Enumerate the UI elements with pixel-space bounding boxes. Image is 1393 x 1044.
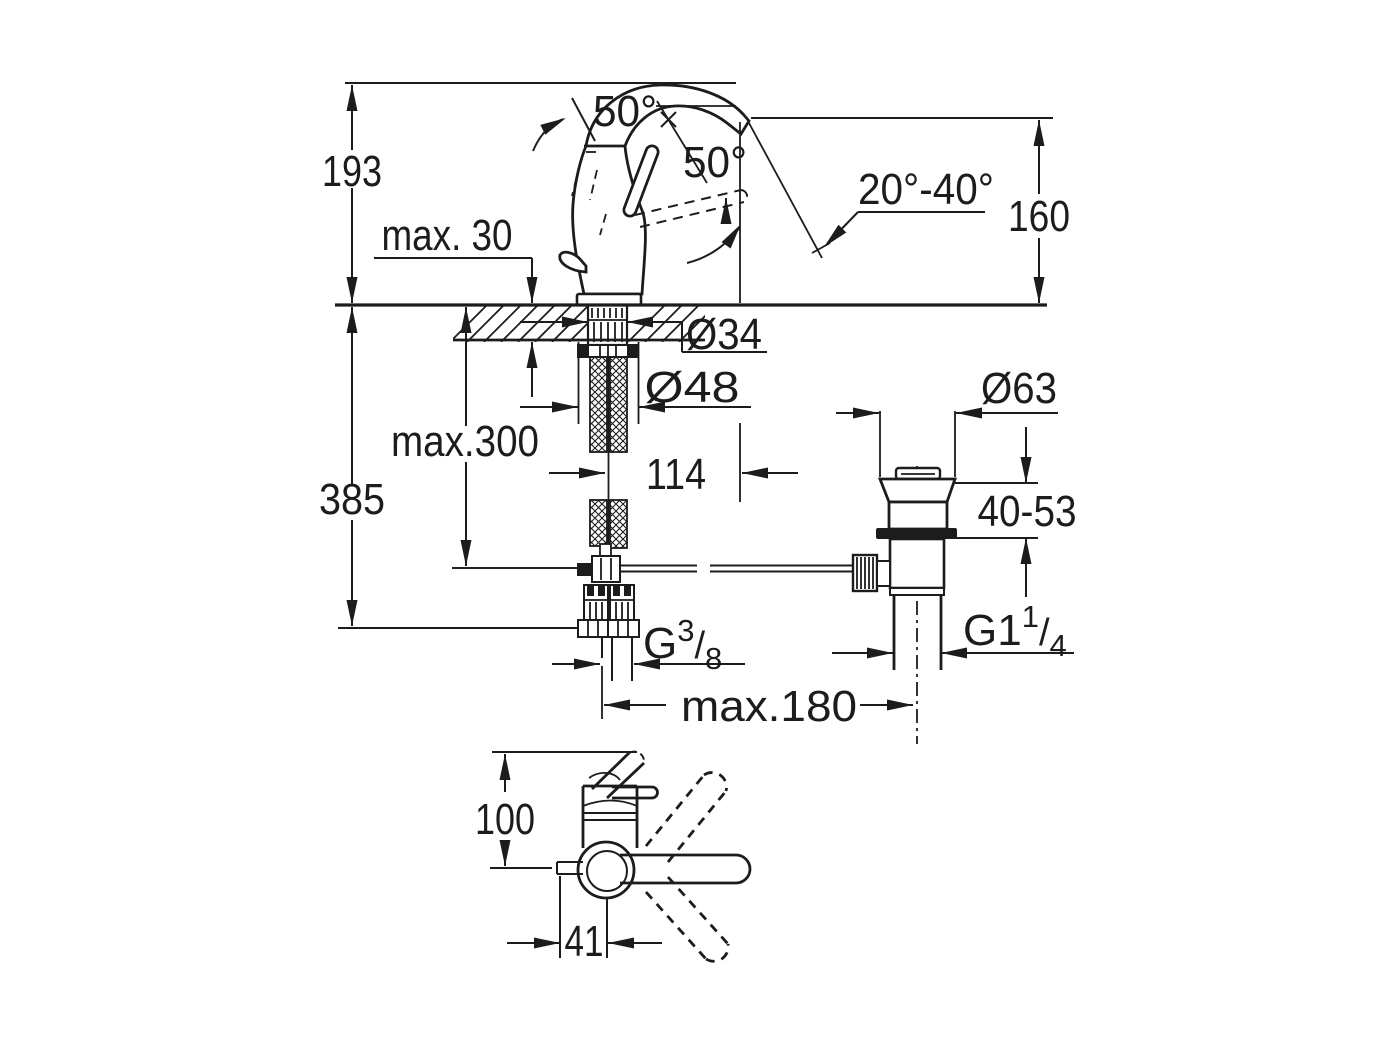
dim-label-50-open: 50° — [593, 87, 657, 136]
top-view-hub-outer — [576, 840, 636, 900]
dim-hose-length: max.300 — [391, 307, 539, 566]
dim-handle-angle: 50° — [656, 100, 747, 187]
waste-lower-body — [888, 537, 946, 590]
dim-label-g114: G11/4 — [963, 599, 1067, 663]
pull-rod-knob — [558, 250, 588, 274]
handle-lever — [622, 144, 660, 218]
handle-lever-alt-position — [634, 189, 749, 264]
waste-pipe — [892, 595, 943, 670]
top-view-body — [581, 784, 639, 848]
dim-label-40-53: 40-53 — [978, 487, 1077, 536]
dim-waste-offset: max.180 — [604, 682, 913, 731]
dim-supply-thread: G3/8 — [552, 613, 745, 676]
top-view-handle — [620, 853, 752, 885]
dim-height-total: 193 — [322, 85, 382, 303]
dim-label-g38: G3/8 — [643, 613, 722, 676]
dim-hole-diameter: Ø48 — [520, 342, 751, 424]
dim-label-o63: Ø63 — [981, 364, 1057, 413]
dim-label-max300: max.300 — [391, 417, 539, 466]
waste-assembly: Ø63 40-53 G11/4 — [832, 364, 1077, 744]
dim-deck-thickness: max. 30 — [374, 211, 538, 397]
dim-waste-flange-diameter: Ø63 — [836, 364, 1058, 477]
waste-knob-stub — [876, 560, 891, 587]
dim-handle-angle-open: 50° — [532, 87, 657, 152]
spray-direction-line — [748, 122, 831, 259]
dim-label-50: 50° — [683, 138, 747, 187]
supply-hoses — [589, 356, 628, 556]
dim-spout-reach: 114 — [549, 423, 798, 502]
dim-label-114: 114 — [646, 450, 706, 499]
dim-handle-offset: 41 — [507, 876, 662, 966]
waste-flange — [877, 477, 957, 504]
front-view: 193 max. 30 385 max.300 160 — [319, 82, 1070, 731]
dim-label-41: 41 — [565, 917, 604, 966]
dim-clamp-range: 40-53 — [955, 427, 1077, 597]
mounting-washer — [577, 344, 639, 358]
dim-waste-thread: G11/4 — [832, 599, 1074, 663]
dim-label-max180: max.180 — [681, 682, 857, 731]
top-view-handle-alt-positions — [644, 771, 730, 963]
dim-label-100: 100 — [475, 795, 535, 844]
dim-label-max30: max. 30 — [382, 211, 513, 260]
dim-label-20-40: 20°-40° — [858, 165, 994, 214]
dim-label-o34: Ø34 — [686, 310, 762, 359]
top-view-hub-inner — [586, 850, 628, 892]
top-view-left-tab — [556, 861, 583, 875]
dim-spout-height: 160 — [1008, 120, 1070, 303]
pop-up-rod-assembly — [452, 543, 856, 583]
dim-top-view-depth: 100 — [475, 751, 637, 869]
dim-label-385: 385 — [319, 475, 385, 524]
deck-hatching — [453, 304, 705, 342]
mounting-shank — [586, 301, 629, 347]
dim-shank-diameter: Ø34 — [520, 310, 767, 359]
waste-band — [889, 587, 945, 596]
dim-label-o48: Ø48 — [645, 363, 740, 412]
top-view-spout — [588, 750, 646, 800]
dim-label-193: 193 — [322, 147, 382, 196]
dim-label-160: 160 — [1008, 192, 1070, 241]
dim-spray-angle: 20°-40° — [824, 165, 994, 247]
waste-upper-body — [887, 500, 949, 531]
top-view: 100 41 — [475, 750, 752, 966]
supply-fittings-g38 — [577, 584, 640, 719]
dim-below-deck-total: 385 — [319, 307, 385, 626]
waste-gasket — [876, 528, 957, 539]
